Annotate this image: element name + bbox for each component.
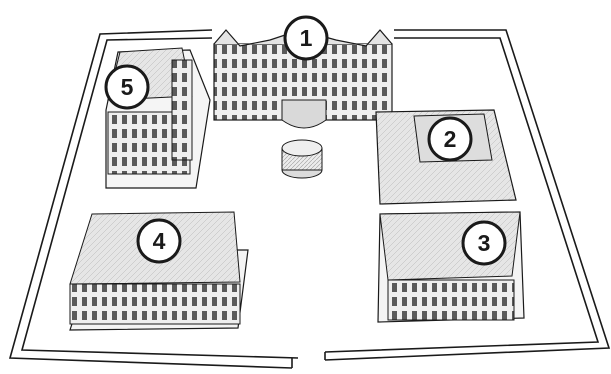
marker-4: 4 bbox=[138, 220, 180, 262]
building-3 bbox=[378, 212, 524, 322]
marker-1: 1 bbox=[285, 17, 327, 59]
marker-5-label: 5 bbox=[121, 74, 134, 100]
building-5-side bbox=[172, 60, 192, 160]
rotunda bbox=[282, 140, 322, 178]
marker-2-label: 2 bbox=[444, 126, 457, 152]
building-3-facade bbox=[388, 280, 514, 320]
marker-3: 3 bbox=[463, 222, 505, 264]
building-1-entrance bbox=[282, 100, 326, 128]
marker-3-label: 3 bbox=[478, 230, 491, 256]
marker-2: 2 bbox=[429, 118, 471, 160]
marker-4-label: 4 bbox=[153, 228, 166, 254]
marker-5: 5 bbox=[106, 66, 148, 108]
building-4-facade bbox=[70, 284, 240, 324]
marker-1-label: 1 bbox=[300, 25, 313, 51]
